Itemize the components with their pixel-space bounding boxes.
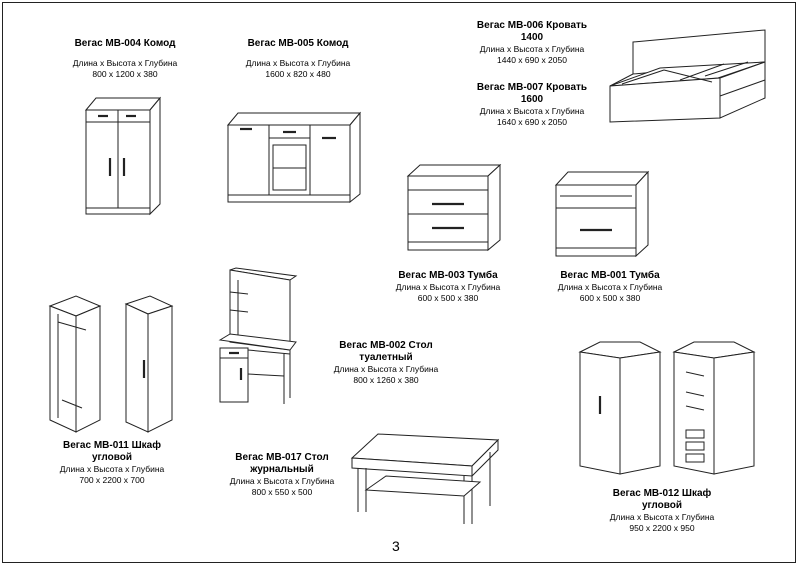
mb005-size: 1600 х 820 х 480	[265, 69, 331, 79]
mb002-size: 800 х 1260 х 380	[353, 375, 419, 385]
mb005-title: Вегас МВ-005 Комод	[247, 38, 349, 49]
page-number: 3	[392, 538, 400, 554]
mb004-size: 800 х 1200 х 380	[92, 69, 158, 79]
mb011-label: Вегас МВ-011 Шкаф угловой Длина х Высота…	[42, 440, 182, 486]
mb017-label: Вегас МВ-017 Стол журнальный Длина х Выс…	[212, 452, 352, 498]
mb011-drawing	[48, 295, 174, 433]
mb012-label: Вегас МВ-012 Шкаф угловой Длина х Высота…	[592, 488, 732, 534]
mb011-title-line2: угловой	[91, 452, 133, 463]
mb005-drawing	[226, 111, 362, 204]
mb003-size: 600 х 500 х 380	[417, 293, 479, 303]
mb004-dims-caption: Длина х Высота х Глубина	[72, 58, 178, 68]
mb007-label: Вегас МВ-007 Кровать 1600 Длина х Высота…	[462, 82, 602, 128]
mb005-label: Вегас МВ-005 Комод Длина х Высота х Глуб…	[228, 38, 368, 80]
mb017-drawing	[350, 433, 500, 524]
mb001-drawing	[554, 170, 650, 258]
mb004-title: Вегас МВ-004 Комод	[74, 38, 176, 49]
mb017-size: 800 х 550 х 500	[251, 487, 313, 497]
mb002-title-line2: туалетный	[359, 352, 413, 363]
mb011-dims-caption: Длина х Высота х Глубина	[59, 464, 165, 474]
mb017-title-line2: журнальный	[250, 464, 314, 475]
mb003-title: Вегас МВ-003 Тумба	[398, 270, 498, 281]
mb003-dims-caption: Длина х Высота х Глубина	[395, 282, 501, 292]
mb001-title: Вегас МВ-001 Тумба	[560, 270, 660, 281]
mb006-dims-caption: Длина х Высота х Глубина	[479, 44, 585, 54]
mb007-title-line2: 1600	[520, 94, 544, 105]
mb006-label: Вегас МВ-006 Кровать 1400 Длина х Высота…	[462, 20, 602, 66]
mb003-drawing	[406, 163, 502, 252]
mb004-label: Вегас МВ-004 Комод Длина х Высота х Глуб…	[55, 38, 195, 80]
mb001-label: Вегас МВ-001 Тумба Длина х Высота х Глуб…	[540, 270, 680, 304]
mb007-dims-caption: Длина х Высота х Глубина	[479, 106, 585, 116]
mb006-title-line2: 1400	[520, 32, 544, 43]
mb012-drawing	[578, 341, 756, 475]
mb012-title-line1: Вегас МВ-012 Шкаф	[612, 488, 712, 499]
mb001-size: 600 х 500 х 380	[579, 293, 641, 303]
mb011-title-line1: Вегас МВ-011 Шкаф	[62, 440, 161, 451]
mb012-title-line2: угловой	[641, 500, 683, 511]
mb002-title-line1: Вегас МВ-002 Стол	[339, 340, 433, 351]
mb006-size: 1440 х 690 х 2050	[497, 55, 567, 65]
mb012-size: 950 х 2200 х 950	[629, 523, 695, 533]
mb002-label: Вегас МВ-002 Стол туалетный Длина х Высо…	[316, 340, 456, 386]
mb004-drawing	[84, 96, 162, 216]
bed-drawing	[609, 29, 766, 123]
mb011-size: 700 х 2200 х 700	[79, 475, 145, 485]
mb006-title-line1: Вегас МВ-006 Кровать	[476, 20, 588, 31]
mb007-size: 1640 х 690 х 2050	[497, 117, 567, 127]
mb002-drawing	[218, 267, 298, 404]
mb007-title-line1: Вегас МВ-007 Кровать	[476, 82, 588, 93]
mb001-dims-caption: Длина х Высота х Глубина	[557, 282, 663, 292]
mb005-dims-caption: Длина х Высота х Глубина	[245, 58, 351, 68]
mb012-dims-caption: Длина х Высота х Глубина	[609, 512, 715, 522]
mb017-title-line1: Вегас МВ-017 Стол	[235, 452, 329, 463]
mb003-label: Вегас МВ-003 Тумба Длина х Высота х Глуб…	[378, 270, 518, 304]
mb002-dims-caption: Длина х Высота х Глубина	[333, 364, 439, 374]
mb017-dims-caption: Длина х Высота х Глубина	[229, 476, 335, 486]
